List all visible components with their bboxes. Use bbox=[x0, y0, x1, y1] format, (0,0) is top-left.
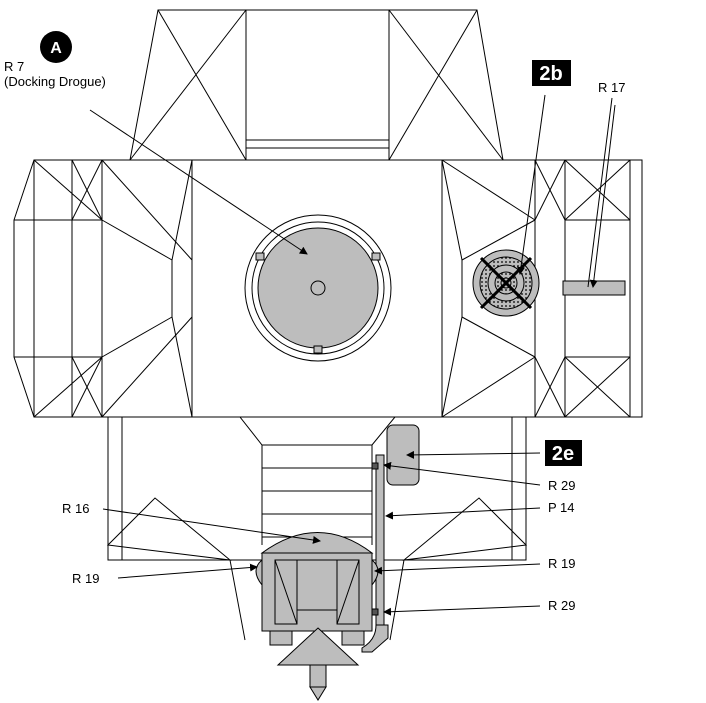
lower-structure bbox=[106, 416, 528, 641]
docking-drogue bbox=[244, 214, 392, 362]
label-r29-top: R 29 bbox=[548, 478, 575, 493]
marker-a: A bbox=[40, 31, 72, 63]
r17-bar bbox=[562, 280, 626, 296]
label-r7: R 7 bbox=[4, 59, 24, 74]
pipe-p14 bbox=[361, 454, 389, 653]
label-r17: R 17 bbox=[598, 80, 625, 95]
label-r29-bottom: R 29 bbox=[548, 598, 575, 613]
badge-2b: 2b bbox=[532, 60, 571, 86]
engine-assembly bbox=[255, 532, 379, 701]
hatch-2b bbox=[472, 249, 540, 317]
label-r16: R 16 bbox=[62, 501, 89, 516]
structure-outline bbox=[13, 9, 643, 641]
leader-lines bbox=[89, 94, 616, 616]
label-docking-drogue: (Docking Drogue) bbox=[4, 74, 106, 89]
svg-text:2b: 2b bbox=[539, 63, 562, 85]
label-p14: P 14 bbox=[548, 500, 575, 515]
label-r19-right: R 19 bbox=[548, 556, 575, 571]
top-module bbox=[129, 9, 504, 161]
main-body bbox=[13, 159, 643, 418]
label-r19-left: R 19 bbox=[72, 571, 99, 586]
svg-text:2e: 2e bbox=[552, 443, 574, 465]
svg-text:A: A bbox=[50, 40, 62, 57]
badge-2e: 2e bbox=[545, 440, 582, 466]
